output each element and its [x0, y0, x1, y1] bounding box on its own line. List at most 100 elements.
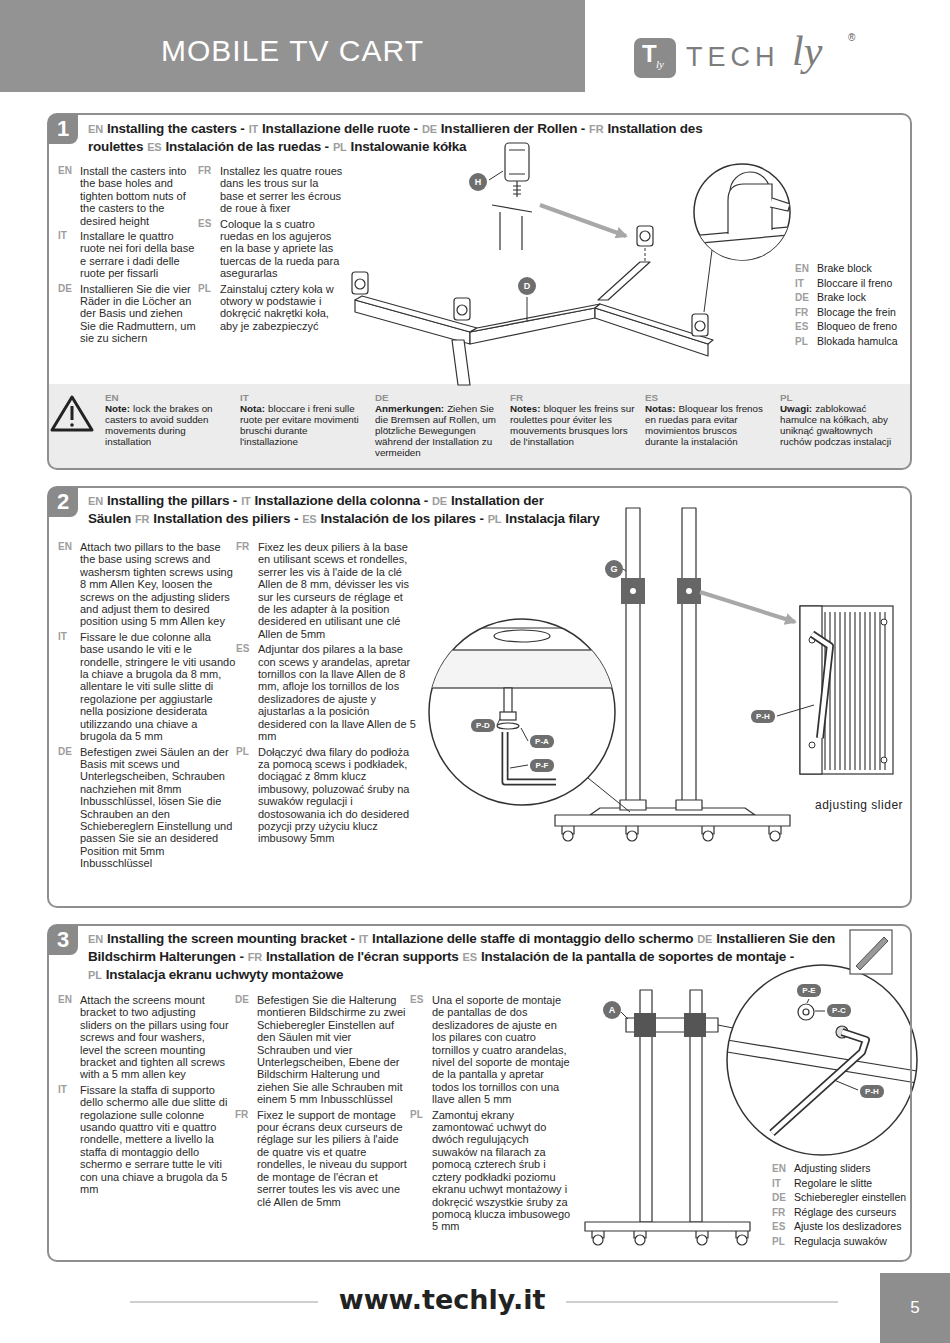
part-callout: P-H: [860, 1085, 884, 1098]
text-row: ITRegolare le slitte: [772, 1177, 910, 1190]
text-row: ESBloqueo de freno: [795, 320, 907, 333]
language-code: PL: [780, 392, 906, 403]
registered-mark: ®: [848, 32, 855, 43]
callout-text: H: [475, 177, 482, 187]
instruction-text: Installez les quatre roues dans les trou…: [220, 165, 344, 215]
language-code: IT: [58, 230, 80, 280]
text-row: ITBloccare il freno: [795, 277, 907, 290]
instruction-text: Installare le quattro ruote nei fori del…: [80, 230, 198, 280]
callout-letter: A: [603, 1001, 621, 1019]
text-row: ENBrake block: [795, 262, 907, 275]
language-code: ES: [772, 1220, 794, 1233]
step-number: 3: [48, 925, 78, 955]
part-name: Réglage des curseurs: [794, 1206, 910, 1219]
text-column: PLUwagi:zablokować hamulce na kółkach, a…: [780, 392, 906, 447]
language-code: ES: [410, 994, 432, 1106]
callout-text: 2: [57, 489, 69, 515]
language-code: IT: [795, 277, 817, 290]
instruction-text: Zainstaluj cztery koła w otwory w podsta…: [220, 283, 344, 333]
text-column: FRNotes:bloquer les freins sur roulettes…: [510, 392, 636, 447]
text-row: ESUna el soporte de montaje de pantallas…: [410, 994, 572, 1106]
language-code: FR: [135, 513, 149, 525]
text-row: ENAttach two pillars to the base the bas…: [58, 541, 236, 628]
part-name: Regulacja suwaków: [794, 1235, 910, 1248]
step-heading: Installing the screen mounting bracket -: [107, 931, 355, 946]
text-column: FRFixez les deux piliers à la base en ut…: [236, 541, 418, 848]
callout-text: P-H: [756, 712, 770, 721]
language-code: PL: [410, 1109, 432, 1233]
logo-wordmark: TECH: [686, 42, 780, 73]
text-column: ENNote:lock the brakes on casters to avo…: [105, 392, 231, 447]
language-code: DE: [697, 933, 712, 945]
callout-text: P-E: [802, 986, 815, 995]
language-code: FR: [795, 306, 817, 319]
text-column: ESNotas:Bloquear los frenos en ruedas pa…: [645, 392, 771, 447]
callout-letter: H: [469, 173, 487, 191]
instruction-text: Dołączyć dwa filary do podłoża za pomocą…: [258, 746, 418, 845]
language-code: EN: [58, 994, 80, 1081]
part-callout: P-F: [530, 759, 554, 772]
step-panel: ENInstalling the casters -ITInstallazion…: [47, 113, 912, 470]
callout-text: G: [610, 564, 617, 574]
text-row: DEInstallieren Sie die vier Räder in die…: [58, 283, 198, 345]
text-row: PLZamontuj ekrany zamontować uchwyt do d…: [410, 1109, 572, 1233]
text-column: ENAttach two pillars to the base the bas…: [58, 541, 236, 873]
language-code: EN: [88, 495, 103, 507]
language-code: FR: [510, 392, 636, 403]
language-code: DE: [58, 746, 80, 870]
step-heading: Installazione delle ruote -: [262, 121, 418, 136]
instruction-text: Attach the screens mount bracket to two …: [80, 994, 230, 1081]
language-code: ES: [236, 643, 258, 742]
instruction-text: Coloque la s cuatro ruedas en los agujer…: [220, 218, 344, 280]
language-code: PL: [236, 746, 258, 845]
callout-text: P-H: [865, 1087, 879, 1096]
language-code: FR: [248, 951, 262, 963]
text-row: DEBrake lock: [795, 291, 907, 304]
instruction-text: Fissare la staffa di supporto dello sche…: [80, 1084, 230, 1196]
part-name: Schieberegler einstellen: [794, 1191, 910, 1204]
language-code: PL: [795, 335, 817, 348]
part-name: Brake block: [817, 262, 907, 275]
language-code: ES: [147, 141, 161, 153]
text-row: PLDołączyć dwa filary do podłoża za pomo…: [236, 746, 418, 845]
language-code: FR: [589, 123, 603, 135]
step-panel: EN Installing the screen mounting bracket…: [47, 924, 912, 1262]
language-code: DE: [422, 123, 437, 135]
step-heading: Instalación de la pantalla de soportes d…: [481, 949, 794, 964]
instruction-text: Fixez le support de montage pour écrans …: [257, 1109, 407, 1208]
language-code: EN: [88, 933, 103, 945]
language-code: DE: [58, 283, 80, 345]
language-code: IT: [240, 392, 366, 403]
language-code: FR: [198, 165, 220, 215]
language-code: IT: [241, 495, 250, 507]
instruction-text: Fixez les deux piliers à la base en util…: [258, 541, 418, 640]
note-heading: Uwagi:: [780, 403, 812, 414]
language-code: ES: [645, 392, 771, 403]
callout-text: P-C: [832, 1006, 846, 1015]
language-code: DE: [432, 495, 447, 507]
part-name: Ajuste los deslizadores: [794, 1220, 910, 1233]
instruction-text: Fissare le due colonne alla base usando …: [80, 631, 236, 743]
language-code: ES: [795, 320, 817, 333]
language-code: PL: [772, 1235, 794, 1248]
instruction-text: Install the casters into the base holes …: [80, 165, 198, 227]
step-heading: Installation de l'écran supports: [266, 949, 459, 964]
language-code: DE: [235, 994, 257, 1106]
note-heading: Note:: [105, 403, 130, 414]
text-row: DESchieberegler einstellen: [772, 1191, 910, 1204]
step-heading: Instalación de las ruedas -: [166, 139, 329, 154]
callout-text: P-F: [536, 761, 549, 770]
text-row: DEBefestigen Sie die Halterung montieren…: [235, 994, 407, 1106]
part-callout: P-E: [797, 984, 821, 997]
text-column: FRInstallez les quatre roues dans les tr…: [198, 165, 344, 335]
language-code: DE: [772, 1191, 794, 1204]
callout-letter: D: [518, 277, 536, 295]
instruction-text: Befestigen zwei Säulen an der Basis mit …: [80, 746, 236, 870]
step-heading: Installieren der Rollen -: [441, 121, 585, 136]
language-code: PL: [488, 513, 502, 525]
text-column: ESUna el soporte de montaje de pantallas…: [410, 994, 572, 1236]
language-code: FR: [236, 541, 258, 640]
note-heading: Nota:: [240, 403, 265, 414]
instruction-text: Una el soporte de montaje de pantallas d…: [432, 994, 572, 1106]
step-heading: Instalacja ekranu uchwyty montażowe: [106, 967, 344, 982]
